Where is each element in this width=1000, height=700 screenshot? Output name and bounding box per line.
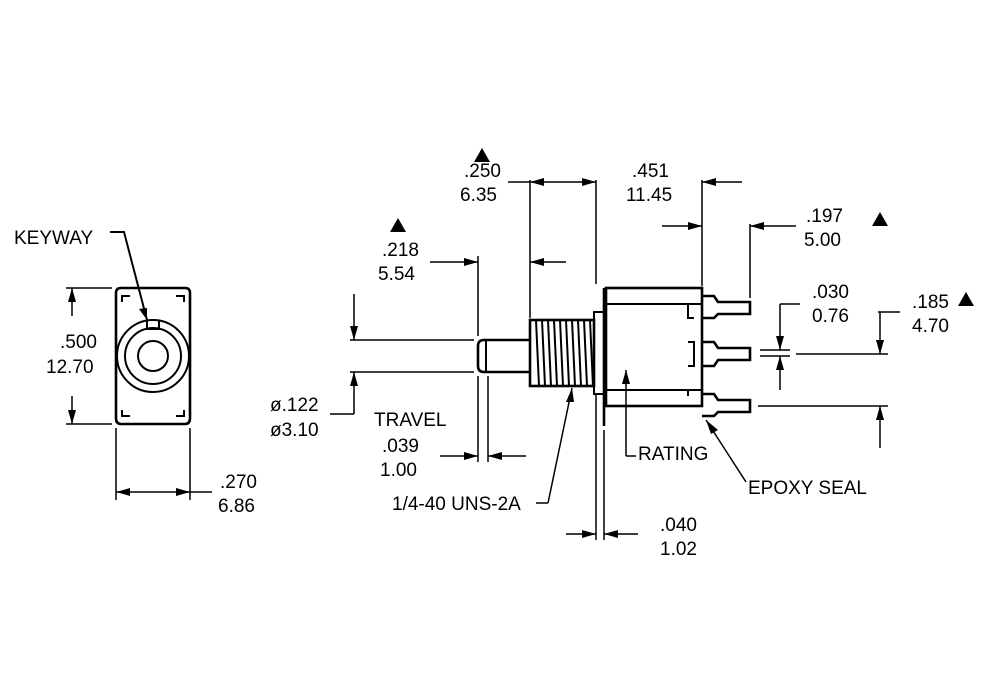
flange-mm-label: 1.02 [660,539,697,560]
thread-lines [535,319,594,387]
critical-triangle-250 [474,148,490,162]
height-in-label: .500 [60,332,97,353]
thread-label: 1/4-40 UNS-2A [392,494,521,515]
width-in-label: .270 [220,472,257,493]
height-mm-label: 12.70 [46,357,94,378]
front-view: KEYWAY .500 12.70 .270 6.86 [14,228,257,517]
travel-title-label: TRAVEL [374,410,447,431]
width-mm-label: 6.86 [218,496,255,517]
epoxy-seal-label: EPOXY SEAL [748,478,867,499]
critical-triangle-197 [872,212,888,226]
actuator-len-in-label: .218 [382,240,419,261]
bushing-in-label: .250 [464,161,501,182]
thread-line [559,319,564,387]
terminal-thk-mm-label: 0.76 [812,306,849,327]
terminal-pitch-mm-label: 4.70 [912,316,949,337]
critical-triangle-218 [390,218,406,232]
thread-line [553,319,558,387]
keyway-notch [146,320,160,330]
terminal-pitch-in-label: .185 [912,292,949,313]
travel-in-label: .039 [382,436,419,457]
thread-line [583,319,588,387]
thread-line [565,319,570,387]
thread-line [547,319,552,387]
keyway-label: KEYWAY [14,228,94,249]
actuator-len-mm-label: 5.54 [378,264,415,285]
terminal-thk-in-label: .030 [812,282,849,303]
bushing-thread-circle [124,327,182,385]
thread-line [571,319,576,387]
switch-body [604,286,704,408]
bushing-outer-circle [116,319,190,393]
side-view: .250 6.35 .451 11.45 .197 5.00 .218 5.54… [270,148,974,560]
actuator-circle [137,340,169,372]
thread-line [589,319,594,387]
body-in-label: .451 [632,161,669,182]
front-view-body [114,286,192,426]
thread-line [535,319,540,387]
thread-line [577,319,582,387]
diameter-mm-label: ø3.10 [270,420,319,441]
critical-triangle-185 [958,292,974,306]
body-mm-label: 11.45 [626,185,672,206]
thread-line [541,319,546,387]
diameter-in-label: ø.122 [270,395,319,416]
terminals [687,294,752,418]
actuator [476,338,530,374]
bushing-mm-label: 6.35 [460,185,497,206]
flange-in-label: .040 [660,515,697,536]
travel-mm-label: 1.00 [380,460,417,481]
terminal-in-label: .197 [806,206,843,227]
terminal-mm-label: 5.00 [804,230,841,251]
rating-label: RATING [638,444,708,465]
